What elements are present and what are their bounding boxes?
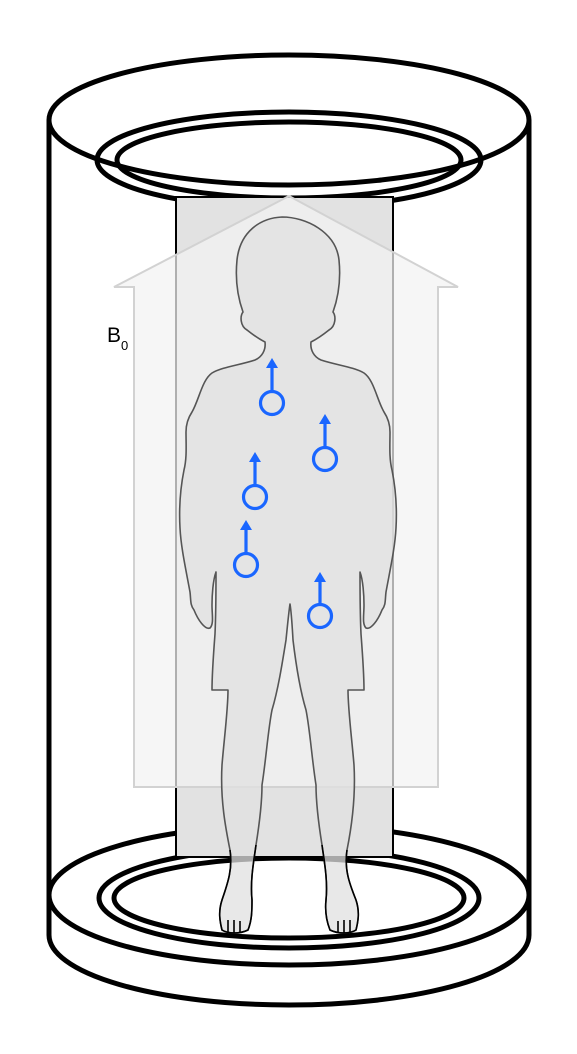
spin-arrow-head [319,414,331,424]
left-toes [227,920,241,933]
spin-circle [311,445,339,473]
spin-arrow-head [266,358,278,368]
b0-label: B0 [107,324,128,352]
right-toes [337,920,351,933]
top-ring-outer [94,109,484,211]
spin-marker-3 [241,452,269,511]
b0-label-main: B [107,324,122,347]
scanner-cylinder [46,52,532,1008]
bottom-ring-inner [111,855,467,941]
bottom-ring-middle [96,845,482,951]
child-feet [218,844,360,934]
spin-circle [306,602,334,630]
spin-circle [241,483,269,511]
spin-arrow-head [249,452,261,462]
spin-marker-2 [311,414,339,473]
top-bore-ring [94,109,484,211]
spin-circle [232,551,260,579]
spin-markers [232,358,339,630]
spin-circle [258,389,286,417]
cylinder-bottom-outer-arc [46,934,532,1008]
spin-marker-4 [232,520,260,579]
b0-label-subscript: 0 [121,338,129,353]
spin-marker-5 [306,572,334,630]
child-silhouette [178,216,398,934]
spin-marker-1 [258,358,286,417]
spin-arrow-head [314,572,326,582]
spin-arrow-head [240,520,252,530]
